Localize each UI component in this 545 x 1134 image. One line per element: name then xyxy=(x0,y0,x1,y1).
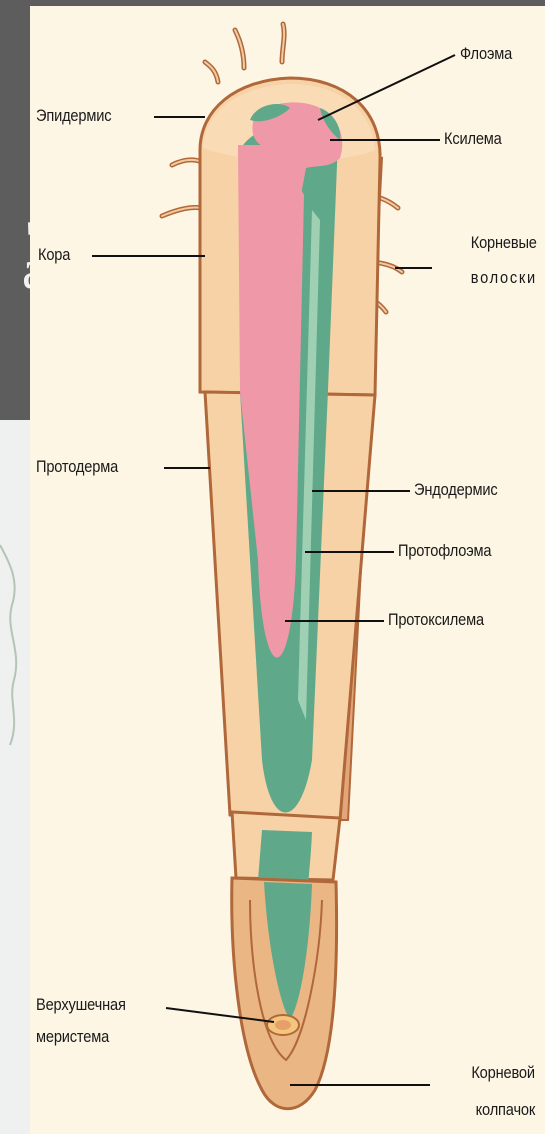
label-root-cap-line-1: Корневой xyxy=(471,1063,535,1083)
label-apical-meristem-line-2: меристема xyxy=(36,1027,109,1047)
label-apical-meristem-line-1: Верхушечная xyxy=(36,995,126,1015)
label-endodermis: Эндодермис xyxy=(414,480,498,500)
label-cortex: Кора xyxy=(38,245,70,265)
label-protoderm: Протодерма xyxy=(36,457,118,477)
label-root-cap-line-2: колпачок xyxy=(476,1100,535,1120)
apical-meristem-core xyxy=(275,1020,291,1030)
label-protophloem: Протофлоэма xyxy=(398,541,491,561)
label-xylem: Ксилема xyxy=(444,129,502,149)
label-root-hairs-line-2: волоски xyxy=(471,268,537,288)
label-phloem: Флоэма xyxy=(460,44,512,64)
label-protoxylem: Протоксилема xyxy=(388,610,484,630)
label-epidermis: Эпидермис xyxy=(36,106,111,126)
label-root-hairs-line-1: Корневые xyxy=(471,233,537,253)
